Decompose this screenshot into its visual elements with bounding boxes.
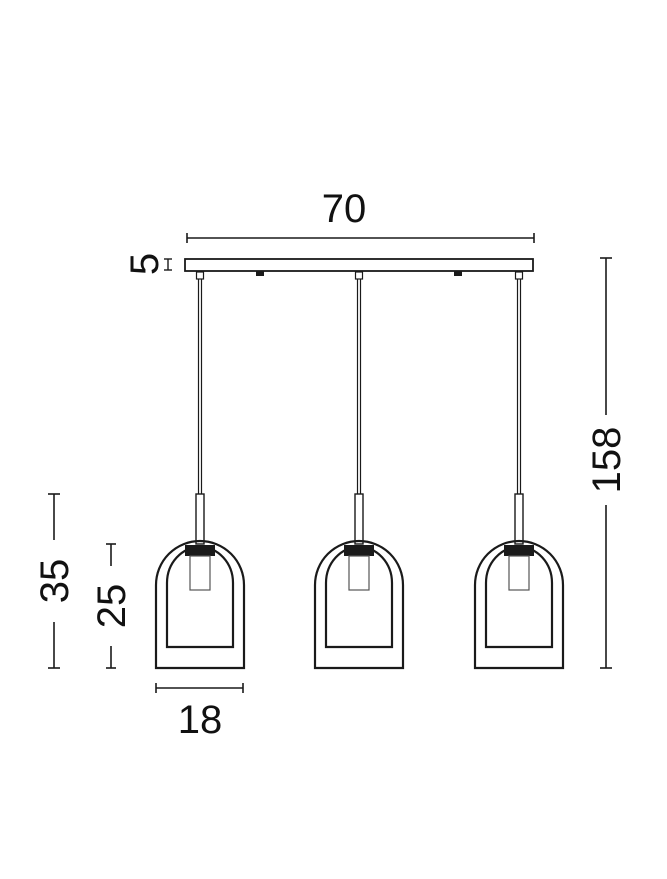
shade-inner-height-label: 25 xyxy=(90,584,134,629)
width-dimension: 70 xyxy=(186,187,535,243)
shade-outer-height-label: 35 xyxy=(33,559,77,604)
shade-width-label: 18 xyxy=(178,698,223,742)
ceiling-canopy xyxy=(184,258,534,276)
shade-outer-height-dimension: 35 xyxy=(33,493,77,669)
width-label: 70 xyxy=(322,187,367,231)
pendant-center xyxy=(313,270,405,670)
total-height-dimension: 158 xyxy=(585,257,629,669)
canopy-height-label: 5 xyxy=(123,253,167,275)
canopy-height-dimension: 5 xyxy=(123,253,172,275)
total-height-label: 158 xyxy=(585,427,629,494)
pendant-right xyxy=(473,270,565,670)
pendant-left xyxy=(154,270,246,670)
shade-width-dimension: 18 xyxy=(155,683,244,742)
shade-inner-height-dimension: 25 xyxy=(90,543,134,669)
